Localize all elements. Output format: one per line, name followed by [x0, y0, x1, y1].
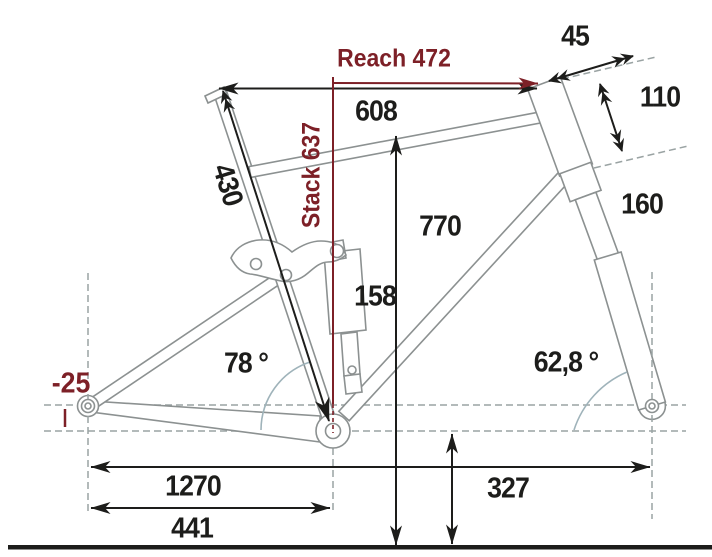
- seat-tube-430-arrow: [220, 90, 330, 422]
- shock-length-label: 158: [354, 280, 397, 313]
- horizontal-reference-dashes: [44, 404, 686, 432]
- head-tube: [526, 75, 594, 178]
- reach-stack-lines: [63, 77, 539, 433]
- shock-lower-clevis: [343, 373, 363, 395]
- bb-height-label: 327: [487, 472, 530, 505]
- standover-height-label: 770: [419, 210, 462, 243]
- shock-clevis-eyelet: [347, 365, 357, 375]
- seatstay-tube: [84, 266, 293, 412]
- stack-label: Stack 637: [297, 121, 326, 229]
- head-tube-bottom-dash-line: [593, 145, 689, 169]
- fork-travel-label: 160: [621, 188, 664, 221]
- reach-label: Reach 472: [337, 44, 451, 73]
- reach-line: [333, 77, 539, 90]
- measurement-arrows: [90, 53, 651, 546]
- chainstay-tube: [90, 400, 321, 443]
- fork-lower-leg: [593, 251, 667, 411]
- bottom-bracket-inner: [324, 422, 342, 440]
- ground-line: [8, 545, 712, 550]
- top-tube-length-label: 608: [355, 95, 398, 128]
- chainstay-length-label: 441: [171, 512, 214, 545]
- rear-axle-inner: [84, 402, 92, 410]
- front-axle-inner: [648, 402, 656, 410]
- wheelbase-label: 1270: [165, 470, 222, 503]
- seat-tube-angle-label: 78 °: [223, 347, 269, 380]
- rocker-pivot-front: [249, 257, 263, 271]
- head-tube-top-dash-line: [561, 56, 657, 80]
- head-angle-arc: [573, 371, 628, 431]
- frame-outline: [76, 75, 667, 443]
- head-tube-angle-label: 62,8 °: [533, 346, 599, 379]
- bb-drop-label: -25: [51, 367, 91, 400]
- stem-length-label: 45: [561, 20, 590, 53]
- top-tube: [248, 109, 550, 179]
- fork-crown: [558, 161, 603, 203]
- head-tube-110-arrow: [598, 83, 624, 152]
- stem-45-arrow: [548, 53, 634, 84]
- head-tube-length-label: 110: [639, 81, 681, 114]
- bearing-circles: [80, 398, 660, 449]
